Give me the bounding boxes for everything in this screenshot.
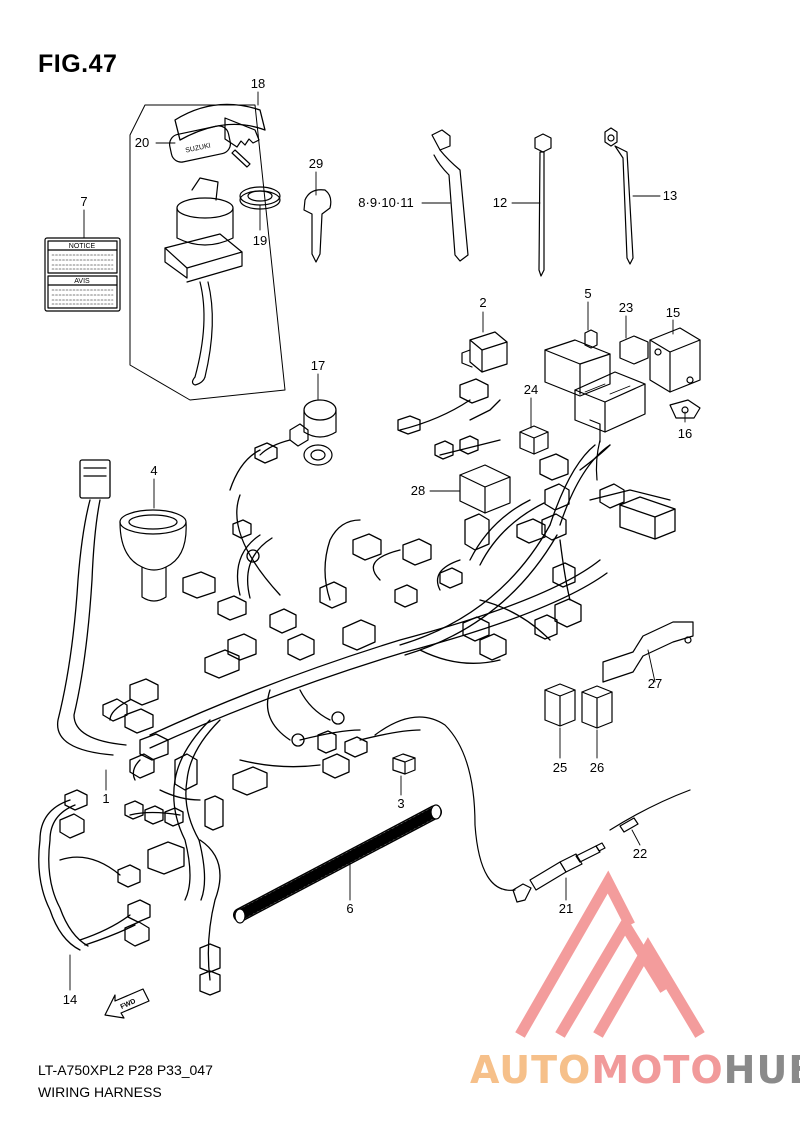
callout-29: 29 bbox=[309, 156, 323, 171]
callout-4: 4 bbox=[150, 463, 157, 478]
forward-arrow-icon bbox=[104, 988, 150, 1019]
cable-ties bbox=[431, 127, 634, 277]
callout-18: 18 bbox=[251, 76, 265, 91]
handlebar-switch-17 bbox=[259, 399, 337, 466]
callout-12: 12 bbox=[493, 195, 507, 210]
callout-20: 20 bbox=[135, 135, 149, 150]
relay-bracket bbox=[649, 327, 701, 419]
leader-lines bbox=[69, 91, 686, 991]
blank-key bbox=[303, 189, 332, 263]
connectors-25-26 bbox=[544, 683, 613, 729]
callout-13: 13 bbox=[663, 188, 677, 203]
sub-harness-14 bbox=[38, 789, 151, 951]
callout-2: 2 bbox=[479, 295, 486, 310]
callout-8-11: 8·9·10·11 bbox=[358, 195, 413, 210]
callout-28: 28 bbox=[411, 483, 425, 498]
callout-21: 21 bbox=[559, 901, 573, 916]
corrugated-tube bbox=[233, 804, 442, 924]
callout-24: 24 bbox=[524, 382, 538, 397]
watermark-part-hub: HUB bbox=[723, 1048, 800, 1092]
figure-code: LT-A750XPL2 P28 P33_047 bbox=[38, 1062, 213, 1078]
callout-3: 3 bbox=[397, 796, 404, 811]
ignition-switch-assembly bbox=[129, 103, 286, 401]
callout-25: 25 bbox=[553, 760, 567, 775]
callout-1: 1 bbox=[102, 791, 109, 806]
callout-19: 19 bbox=[253, 233, 267, 248]
callout-16: 16 bbox=[678, 426, 692, 441]
main-wiring-harness bbox=[57, 378, 676, 996]
figure-title: FIG.47 bbox=[38, 50, 118, 78]
callout-27: 27 bbox=[648, 676, 662, 691]
callout-15: 15 bbox=[666, 305, 680, 320]
callout-17: 17 bbox=[311, 358, 325, 373]
connector-cap bbox=[461, 331, 508, 373]
watermark-logo bbox=[515, 870, 705, 1038]
small-cap bbox=[392, 753, 416, 775]
watermark-text: AUTOMOTOHUB bbox=[470, 1048, 800, 1092]
callout-26: 26 bbox=[590, 760, 604, 775]
boot-grommet bbox=[119, 509, 187, 602]
callout-23: 23 bbox=[619, 300, 633, 315]
notice-label bbox=[44, 237, 121, 312]
oxygen-sensor bbox=[374, 716, 606, 903]
fuse-box bbox=[544, 329, 649, 481]
relay-28 bbox=[459, 464, 511, 514]
lead-wire-22 bbox=[609, 789, 691, 833]
bracket-27 bbox=[602, 621, 694, 683]
callout-14: 14 bbox=[63, 992, 77, 1007]
callout-5: 5 bbox=[584, 286, 591, 301]
figure-name: WIRING HARNESS bbox=[38, 1084, 162, 1100]
connector-24 bbox=[519, 425, 549, 455]
watermark-part-moto: MOTO bbox=[591, 1048, 724, 1092]
notice-text: NOTICE bbox=[69, 243, 96, 250]
key-brand-text: SUZUKI bbox=[185, 142, 212, 154]
callout-6: 6 bbox=[346, 901, 353, 916]
callout-22: 22 bbox=[633, 846, 647, 861]
watermark-part-auto: AUTO bbox=[470, 1048, 592, 1092]
callout-7: 7 bbox=[80, 194, 87, 209]
avis-text: AVIS bbox=[74, 278, 90, 285]
